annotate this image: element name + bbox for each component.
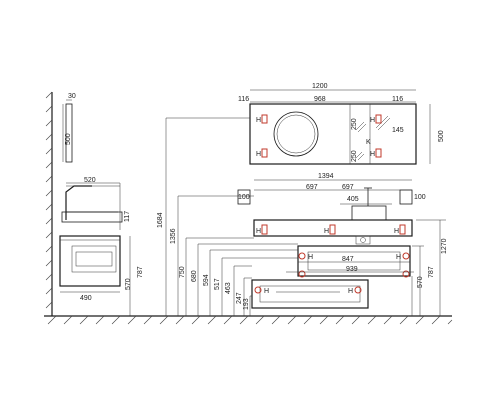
cab-width: 847	[342, 256, 354, 263]
hanger-label: H	[396, 254, 401, 261]
right-dims	[411, 219, 446, 316]
hanger-label: H	[370, 117, 375, 124]
hanger-marker	[375, 148, 382, 158]
side-countertop	[61, 182, 123, 230]
wall-hatch	[45, 91, 53, 316]
side-top-height: 117	[124, 211, 131, 222]
top-half-left: 697	[306, 184, 318, 191]
h-193: 193	[243, 298, 250, 310]
mirror-hangers: H H H H K	[256, 114, 382, 158]
hanger-marker	[261, 114, 268, 124]
front-cabinet	[251, 245, 411, 309]
floor	[44, 315, 453, 325]
side-mirror	[65, 103, 73, 163]
hanger-label: H	[324, 228, 329, 235]
hook-label: K	[366, 139, 371, 146]
hanger-label: H	[256, 228, 261, 235]
cab-inner: 939	[346, 266, 358, 273]
hanger-marker	[402, 270, 410, 278]
mirror-offset: 145	[392, 127, 404, 134]
side-mirror-height: 500	[65, 133, 72, 145]
top-width: 1394	[318, 173, 334, 180]
side-drawer-depth: 490	[80, 295, 92, 302]
hanger-label: H	[394, 228, 399, 235]
hanger-marker	[402, 252, 410, 260]
h-750: 750	[179, 266, 186, 278]
mirror-cut-right: 250	[351, 150, 358, 162]
h-463: 463	[225, 282, 232, 294]
hanger-marker	[254, 286, 262, 294]
h-680: 680	[191, 270, 198, 282]
h-247: 247	[236, 292, 243, 304]
mirror-inset-right: 116	[392, 96, 403, 103]
right-1270: 1270	[441, 238, 448, 254]
round-mirror-glass	[273, 111, 319, 157]
hanger-marker	[298, 252, 306, 260]
side-drawer-height: 787	[137, 266, 144, 278]
mirror-inner: 968	[314, 96, 326, 103]
mirror-inset-left: 116	[238, 96, 249, 103]
hanger-label: H	[370, 151, 375, 158]
top-side: 100	[238, 194, 250, 201]
top-side-right: 100	[414, 194, 426, 201]
hanger-marker	[298, 270, 306, 278]
top-half-right: 697	[342, 184, 354, 191]
h-1684: 1684	[157, 212, 164, 228]
h-594: 594	[203, 274, 210, 286]
hanger-label: H	[348, 288, 353, 295]
hanger-label: H	[308, 254, 313, 261]
hanger-marker	[375, 114, 382, 124]
side-view: 30 500 520 117 787 570 490	[45, 91, 144, 316]
hanger-label: H	[256, 151, 261, 158]
hanger-label: H	[264, 288, 269, 295]
side-drawer-mount: 570	[125, 278, 132, 290]
hanger-marker	[261, 224, 268, 235]
hanger-marker	[329, 224, 336, 235]
h-1356: 1356	[170, 228, 177, 244]
right-787: 787	[428, 266, 435, 278]
mirror-cut-left: 250	[351, 118, 358, 130]
vanity-top	[237, 187, 413, 245]
height-leaders	[165, 117, 298, 316]
right-570: 570	[417, 276, 424, 288]
h-517: 517	[214, 278, 221, 290]
mirror-width: 1200	[312, 83, 328, 90]
hanger-label: H	[256, 117, 261, 124]
hanger-marker	[399, 224, 406, 235]
top-basin: 405	[347, 196, 359, 203]
side-top-depth: 520	[84, 177, 96, 184]
hanger-marker	[354, 286, 362, 294]
side-drawer	[59, 235, 121, 287]
mirror-height: 500	[438, 130, 445, 142]
side-mirror-depth: 30	[68, 93, 76, 100]
front-mirror	[249, 103, 417, 165]
hanger-marker	[261, 148, 268, 158]
